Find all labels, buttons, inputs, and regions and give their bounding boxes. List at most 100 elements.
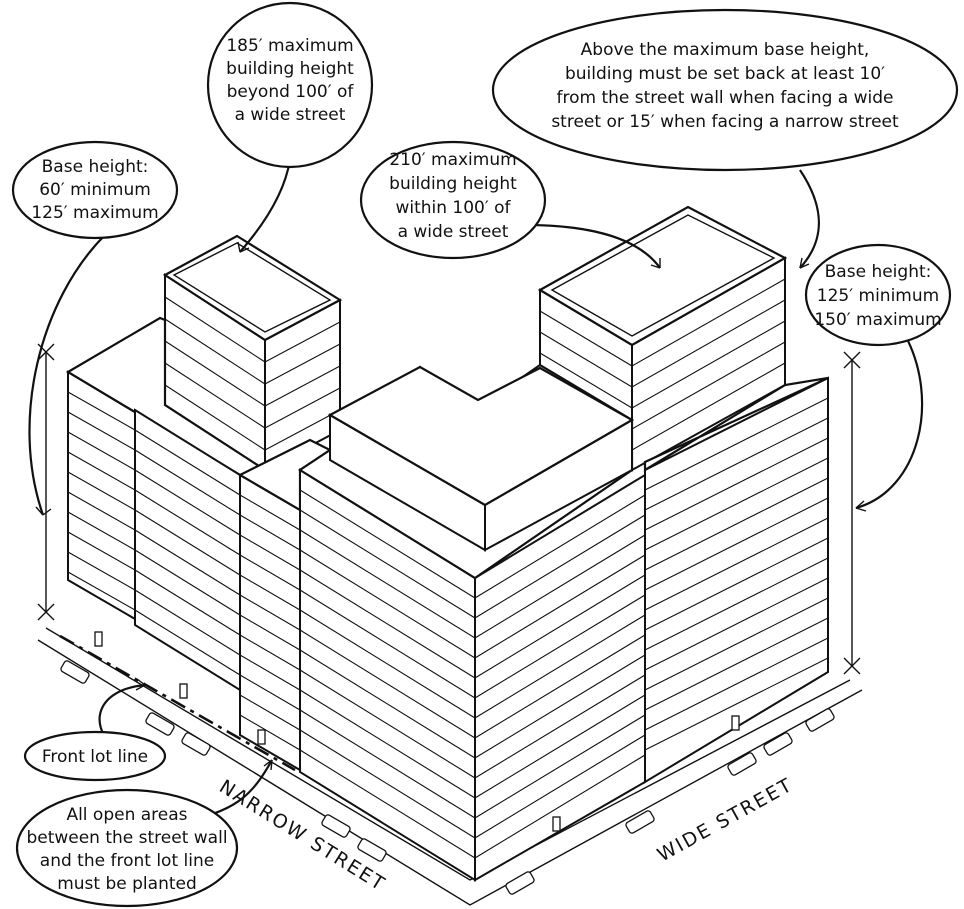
floor-line [239,714,301,751]
callout-text-tower-front-2: building height [389,174,517,194]
floor-line [264,321,341,363]
floor-line [644,417,829,511]
floor-line [67,531,136,571]
floor-line [631,299,786,388]
floor-line [264,409,341,451]
callout-base-narrow: Base height: 60′ minimum 125′ maximum [11,140,179,240]
floor-line [644,557,829,651]
height-marker-left [37,343,55,621]
car [181,732,211,756]
floor-line [134,589,241,656]
callout-tower-front: 210′ maximum building height within 100′… [359,140,547,260]
callout-text-base-wide-2: 125′ minimum [817,286,939,306]
floor-line [164,296,266,363]
car [763,732,793,756]
floor-line [239,634,301,671]
floor-line [644,597,829,691]
floor-line [299,649,476,759]
floor-line [264,365,341,407]
callout-text-tower-back-4: a wide street [235,105,346,125]
floor-line [239,514,301,551]
parked-cars [60,660,835,895]
floor-line [474,714,646,819]
callout-text-setback-3: from the street wall when facing a wide [556,88,893,108]
car [727,752,757,776]
callout-text-planted-3: and the front lot line [40,851,214,871]
floor-line [474,734,646,839]
floor-line [239,654,301,691]
floor-line [299,669,476,779]
floor-line [164,318,266,385]
floor-line [134,469,241,536]
lot-lines [37,627,863,906]
car [505,871,535,895]
floor-line [474,494,646,599]
callout-text-base-narrow-3: 125′ maximum [31,203,158,223]
floor-line [539,331,633,388]
floor-line [134,609,241,676]
floor-line [474,694,646,799]
floor-line [631,341,786,430]
floor-line [67,551,136,591]
floor-line [644,437,829,531]
floor-line [239,594,301,631]
callout-text-tower-front-1: 210′ maximum [389,150,516,170]
floor-line [474,514,646,619]
callout-text-tower-front-4: a wide street [398,222,509,242]
floor-line [474,614,646,719]
car [625,810,655,834]
floor-line [299,709,476,819]
floor-line [239,494,301,531]
floor-line [164,362,266,429]
base-left [65,316,268,692]
floor-line [67,451,136,491]
floor-line [299,729,476,839]
floor-line [299,509,476,619]
callout-text-base-narrow-2: 60′ minimum [39,180,151,200]
callout-planted: All open areas between the street wall a… [15,788,239,908]
callout-text-base-wide-3: 150′ maximum [814,310,941,330]
floor-line [67,431,136,471]
floor-line [264,387,341,429]
callout-base-wide: Base height: 125′ minimum 150′ maximum [804,243,952,347]
floor-line [164,340,266,407]
car [145,712,175,736]
floor-line [299,529,476,639]
callout-text-tower-front-3: within 100′ of [395,198,511,218]
floor-line [264,343,341,385]
floor-line [299,609,476,719]
floor-line [644,457,829,551]
base-middle [237,438,333,772]
floor-line [134,509,241,576]
floor-line [164,384,266,451]
floor-line [644,397,829,491]
callout-setback: Above the maximum base height, building … [491,8,959,172]
floor-line [631,320,786,409]
callout-text-setback-2: building must be set back at least 10′ [565,64,885,84]
floor-line [644,477,829,571]
callout-text-tower-back-1: 185′ maximum [226,36,353,56]
callout-text-setback-1: Above the maximum base height, [581,40,870,60]
car [321,814,351,838]
floor-line [299,629,476,739]
floor-line [239,554,301,591]
callout-text-planted-1: All open areas [66,805,187,825]
floor-line [134,489,241,556]
wide-street-label: WIDE STREET [654,774,797,867]
car [357,838,387,862]
floor-line [474,634,646,739]
floor-line [239,574,301,611]
floor-line [474,754,646,859]
floor-line [474,654,646,759]
car [60,660,90,684]
floor-line [644,657,829,751]
callout-text-planted-4: must be planted [57,874,197,894]
callout-text-tower-back-2: building height [226,59,354,79]
height-marker-right [843,351,861,675]
floor-line [239,674,301,711]
callout-text-base-wide-1: Base height: [825,262,932,282]
floor-line [67,511,136,551]
floor-line [299,589,476,699]
floor-line [299,549,476,659]
